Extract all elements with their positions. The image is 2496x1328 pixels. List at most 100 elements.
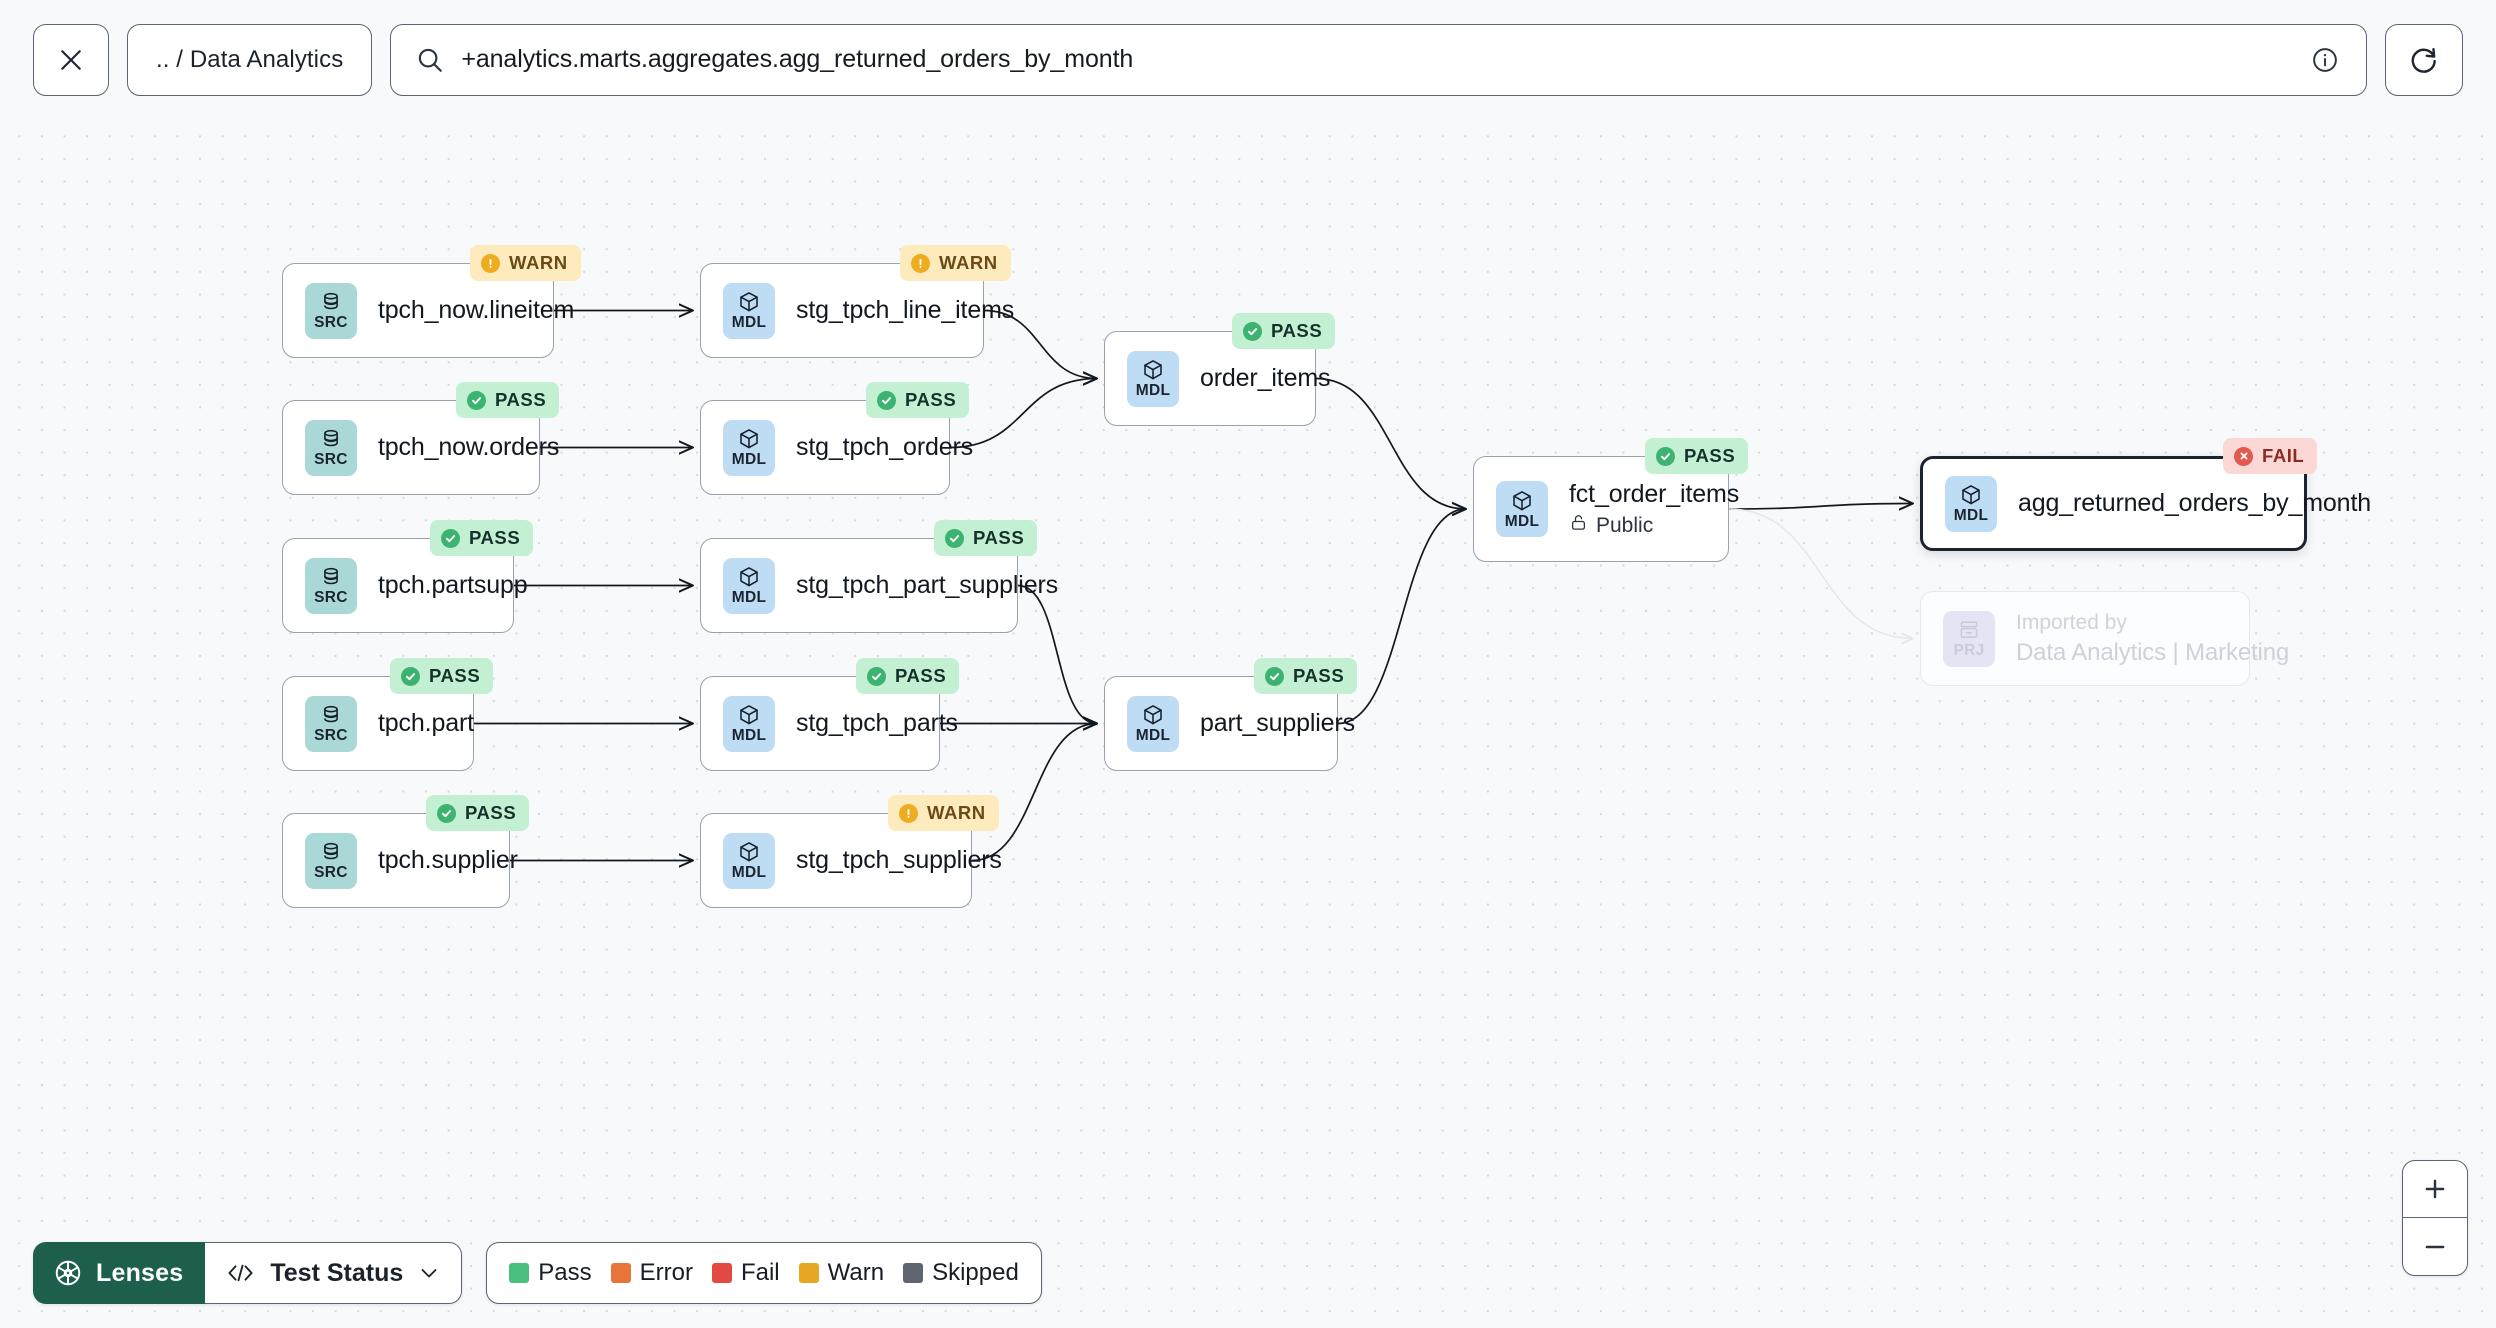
node-body: stg_tpch_suppliers <box>796 846 1002 875</box>
src-type-badge: SRC <box>305 695 357 752</box>
legend-item-pass[interactable]: Pass <box>509 1259 592 1287</box>
status-warn-icon <box>481 253 500 273</box>
zoom-out-button[interactable] <box>2403 1218 2467 1275</box>
test-status-dropdown[interactable]: Test Status <box>205 1242 463 1304</box>
status-pass-icon <box>441 528 460 548</box>
code-icon <box>225 1261 256 1285</box>
status-pass-icon <box>401 666 420 686</box>
node-title: Data Analytics | Marketing <box>2016 638 2290 666</box>
chevron-down-icon <box>417 1261 441 1285</box>
legend-item-fail[interactable]: Fail <box>711 1259 780 1287</box>
minus-icon <box>2421 1233 2449 1261</box>
status-badge-pass[interactable]: PASS <box>1232 313 1336 349</box>
status-badge-fail[interactable]: FAIL <box>2223 438 2318 474</box>
lenses-label: Lenses <box>96 1258 184 1287</box>
unlock-icon <box>1569 513 1588 538</box>
node-body: fct_order_items Public <box>1569 480 1739 538</box>
status-legend: Pass Error Fail Warn Skipped <box>486 1242 1042 1304</box>
status-badge-pass[interactable]: PASS <box>456 382 560 418</box>
src-type-badge: SRC <box>305 419 357 476</box>
status-label: PASS <box>1271 320 1323 341</box>
status-pass-icon <box>1265 666 1284 686</box>
zoom-controls <box>2402 1160 2468 1276</box>
status-fail-icon <box>2234 446 2253 466</box>
breadcrumb[interactable]: .. / Data Analytics <box>127 23 373 96</box>
node-body: tpch_now.lineitem <box>378 296 574 325</box>
legend-swatch-warn <box>798 1263 819 1283</box>
node-body: tpch_now.orders <box>378 433 560 462</box>
status-badge-pass[interactable]: PASS <box>426 795 530 831</box>
legend-item-skipped[interactable]: Skipped <box>903 1259 1019 1287</box>
test-status-label: Test Status <box>270 1258 404 1287</box>
search-value: +analytics.marts.aggregates.agg_returned… <box>461 45 1134 73</box>
close-icon <box>56 45 86 75</box>
info-icon[interactable] <box>2310 45 2340 75</box>
refresh-button[interactable] <box>2385 23 2463 96</box>
mdl-type-badge: MDL <box>1127 350 1179 407</box>
close-button[interactable] <box>33 23 109 96</box>
node-title: stg_tpch_parts <box>796 709 958 737</box>
status-label: PASS <box>469 527 521 548</box>
status-badge-warn[interactable]: WARN <box>470 245 581 281</box>
status-warn-icon <box>899 803 918 823</box>
zoom-in-button[interactable] <box>2403 1161 2467 1218</box>
lenses-button[interactable]: Lenses <box>33 1242 206 1304</box>
node-body: stg_tpch_orders <box>796 433 974 462</box>
node-type-label: SRC <box>314 864 348 882</box>
node-type-label: SRC <box>314 314 348 332</box>
src-type-badge: SRC <box>305 282 357 339</box>
node-type-label: MDL <box>731 864 767 882</box>
node-title: stg_tpch_orders <box>796 433 974 461</box>
mdl-type-badge: MDL <box>1496 481 1548 537</box>
status-pass-icon <box>467 390 486 410</box>
status-badge-pass[interactable]: PASS <box>1645 438 1749 474</box>
node-body: stg_tpch_parts <box>796 709 958 738</box>
status-badge-warn[interactable]: WARN <box>900 245 1011 281</box>
aperture-icon <box>53 1258 83 1288</box>
edge-stg_tpch_part_suppliers-to-part_suppliers <box>1017 584 1097 724</box>
refresh-icon <box>2408 44 2440 76</box>
node-type-label: MDL <box>731 727 767 745</box>
status-label: PASS <box>973 527 1025 548</box>
graph-node-fct_order_items[interactable]: MDL fct_order_items Public <box>1473 456 1739 562</box>
legend-swatch-error <box>610 1263 631 1283</box>
node-subtitle: Public <box>1569 513 1728 538</box>
node-body: part_suppliers <box>1200 709 1355 738</box>
node-type-label: PRJ <box>1953 642 1985 660</box>
legend-swatch-skipped <box>903 1263 924 1283</box>
breadcrumb-label: .. / Data Analytics <box>156 45 344 73</box>
status-badge-pass[interactable]: PASS <box>1254 658 1358 694</box>
edge-fct_order_items-to-imported_by_project <box>1728 508 1913 639</box>
node-type-label: SRC <box>314 451 348 469</box>
legend-item-error[interactable]: Error <box>610 1259 693 1287</box>
search-input[interactable]: +analytics.marts.aggregates.agg_returned… <box>390 23 2367 96</box>
status-label: PASS <box>429 665 481 686</box>
graph-node-tpch_part[interactable]: SRC tpch.part <box>282 676 474 771</box>
status-badge-pass[interactable]: PASS <box>866 382 970 418</box>
lenses-group: Lenses Test Status <box>33 1242 463 1304</box>
legend-item-warn[interactable]: Warn <box>798 1259 885 1287</box>
status-warn-icon <box>911 253 930 273</box>
node-type-label: MDL <box>1504 512 1540 530</box>
node-title: stg_tpch_part_suppliers <box>796 571 1058 599</box>
status-label: PASS <box>905 389 957 410</box>
status-badge-pass[interactable]: PASS <box>390 658 494 694</box>
status-badge-warn[interactable]: WARN <box>888 795 999 831</box>
node-type-label: MDL <box>731 451 767 469</box>
top-toolbar: .. / Data Analytics +analytics.marts.agg… <box>0 0 2496 119</box>
node-body: stg_tpch_line_items <box>796 296 1014 325</box>
node-title: tpch_now.orders <box>378 433 560 461</box>
legend-swatch-fail <box>711 1263 732 1283</box>
status-badge-pass[interactable]: PASS <box>934 520 1038 556</box>
node-kicker: Imported by <box>2016 610 2127 634</box>
status-badge-pass[interactable]: PASS <box>430 520 534 556</box>
status-label: WARN <box>927 802 986 823</box>
edge-order_items-to-fct_order_items <box>1315 377 1466 510</box>
node-body: tpch.part <box>378 709 474 738</box>
edge-stg_tpch_orders-to-order_items <box>949 379 1097 449</box>
status-badge-pass[interactable]: PASS <box>856 658 960 694</box>
legend-label: Warn <box>827 1259 885 1286</box>
